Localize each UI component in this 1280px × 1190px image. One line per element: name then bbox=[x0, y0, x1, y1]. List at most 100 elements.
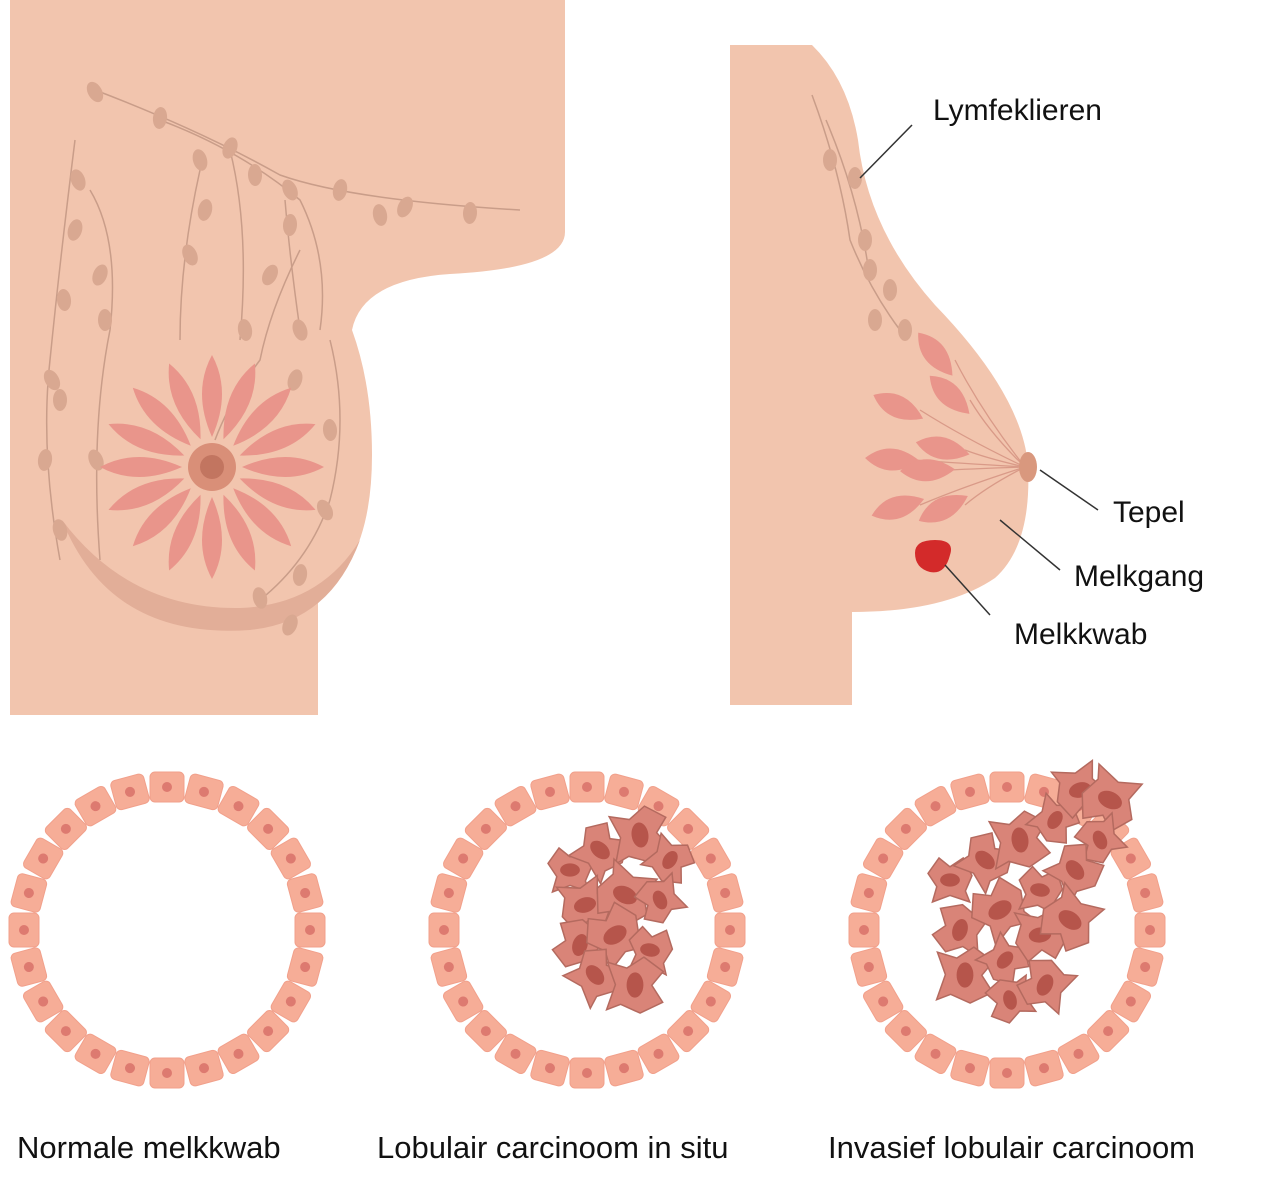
underbreast-shadow bbox=[62, 520, 360, 631]
lymph-node bbox=[97, 309, 113, 331]
cancer-cell-nucleus bbox=[1058, 910, 1082, 930]
cancer-cell bbox=[951, 832, 1014, 896]
cancer-cell-nucleus bbox=[640, 943, 660, 957]
lobule-petal bbox=[239, 478, 316, 511]
tumor-lobule bbox=[915, 540, 951, 573]
lymph-node bbox=[287, 369, 303, 391]
cancer-cell-nucleus bbox=[1047, 810, 1063, 830]
lobule-petal bbox=[108, 478, 185, 511]
lymph-node bbox=[397, 196, 413, 218]
cell-nucleus bbox=[930, 801, 941, 812]
cancer-cell-nucleus bbox=[585, 965, 605, 985]
lymph-node bbox=[282, 614, 298, 636]
lobule-side bbox=[915, 436, 970, 460]
lymph-node bbox=[252, 587, 268, 609]
nipple-side bbox=[1019, 452, 1037, 482]
lymph-node bbox=[883, 279, 897, 301]
epithelial-cell bbox=[914, 1033, 957, 1075]
cell-nucleus bbox=[1145, 925, 1155, 935]
epithelial-cell bbox=[914, 785, 957, 827]
lymph-nodes-front bbox=[37, 81, 478, 636]
epithelial-cell bbox=[989, 1057, 1025, 1089]
cell-nucleus bbox=[863, 887, 874, 898]
cell-nucleus bbox=[443, 887, 454, 898]
lymph-node bbox=[222, 137, 238, 159]
cell-nucleus bbox=[544, 1063, 555, 1074]
cancer-cell-nucleus bbox=[560, 863, 580, 877]
epithelial-cell bbox=[247, 807, 290, 850]
cell-nucleus bbox=[653, 801, 664, 812]
cell-nucleus bbox=[38, 853, 49, 864]
cell-nucleus bbox=[1002, 1068, 1012, 1078]
epithelial-cell bbox=[950, 773, 990, 811]
cancer-cell bbox=[561, 948, 625, 1011]
lobule-side bbox=[900, 459, 955, 482]
cell-nucleus bbox=[544, 786, 555, 797]
cancer-cell-nucleus bbox=[1003, 990, 1017, 1010]
lymph-node bbox=[316, 499, 334, 521]
front-view-torso bbox=[10, 0, 565, 715]
cancer-cell-nucleus bbox=[1036, 974, 1054, 996]
epithelial-cell bbox=[22, 837, 64, 880]
lymph-node bbox=[92, 264, 108, 286]
epithelial-cell bbox=[149, 771, 185, 803]
cell-nucleus bbox=[900, 1026, 911, 1037]
lymph-node bbox=[67, 219, 83, 241]
lobule-petal bbox=[242, 457, 324, 477]
epithelial-cell bbox=[44, 807, 87, 850]
lobule-petal bbox=[233, 387, 292, 446]
lymph-node bbox=[237, 319, 253, 341]
cell-nucleus bbox=[878, 853, 889, 864]
cell-nucleus bbox=[1039, 1063, 1050, 1074]
cancer-cell-nucleus bbox=[1098, 790, 1122, 810]
cell-nucleus bbox=[725, 925, 735, 935]
epithelial-cell bbox=[569, 1057, 605, 1089]
cell-nucleus bbox=[60, 823, 71, 834]
epithelial-cell bbox=[950, 1049, 990, 1087]
milk-duct bbox=[919, 409, 1026, 468]
cell-nucleus bbox=[263, 1026, 274, 1037]
side-silhouette bbox=[730, 45, 1029, 705]
cell-nucleus bbox=[23, 962, 34, 973]
lymph-node bbox=[247, 164, 263, 186]
cell-nucleus bbox=[23, 887, 34, 898]
cell-nucleus bbox=[859, 925, 869, 935]
lobule-side bbox=[929, 375, 970, 414]
epithelial-cell bbox=[848, 912, 880, 948]
cancer-cell bbox=[1081, 762, 1144, 833]
cancer-cell bbox=[566, 822, 629, 886]
epithelial-cell bbox=[294, 912, 326, 948]
lobule-petal bbox=[223, 494, 256, 571]
epithelial-cell bbox=[884, 1010, 927, 1053]
cell-nucleus bbox=[90, 801, 101, 812]
cancer-cell bbox=[607, 805, 672, 866]
epithelial-cell bbox=[149, 1057, 185, 1089]
lymph-node bbox=[43, 369, 61, 391]
epithelial-cell bbox=[530, 1049, 570, 1087]
lymph-node bbox=[292, 564, 308, 586]
epithelial-cell bbox=[442, 837, 484, 880]
lobule-petal bbox=[132, 488, 191, 547]
cell-nucleus bbox=[124, 786, 135, 797]
epithelial-cell bbox=[989, 771, 1025, 803]
epithelial-cell bbox=[184, 1049, 224, 1087]
lymph-node bbox=[863, 259, 877, 281]
cell-nucleus bbox=[60, 1026, 71, 1037]
caption-lcis: Lobulair carcinoom in situ bbox=[377, 1130, 729, 1165]
lobule-side bbox=[871, 495, 925, 520]
cell-nucleus bbox=[1103, 1026, 1114, 1037]
cancer-cell-nucleus bbox=[572, 934, 588, 956]
cancer-cell-nucleus bbox=[975, 850, 995, 870]
cancer-cell-nucleus bbox=[1092, 830, 1108, 850]
epithelial-cell bbox=[217, 1033, 260, 1075]
epithelial-cell bbox=[1024, 1049, 1064, 1087]
cell-nucleus bbox=[863, 962, 874, 973]
cancer-cell-nucleus bbox=[1011, 827, 1029, 853]
cell-nucleus bbox=[582, 782, 592, 792]
cell-nucleus bbox=[439, 925, 449, 935]
cell-nucleus bbox=[1140, 887, 1151, 898]
lymph-node bbox=[292, 319, 308, 341]
label-lymph-nodes: Lymfeklieren bbox=[933, 94, 1102, 127]
lymph-node bbox=[192, 149, 208, 171]
